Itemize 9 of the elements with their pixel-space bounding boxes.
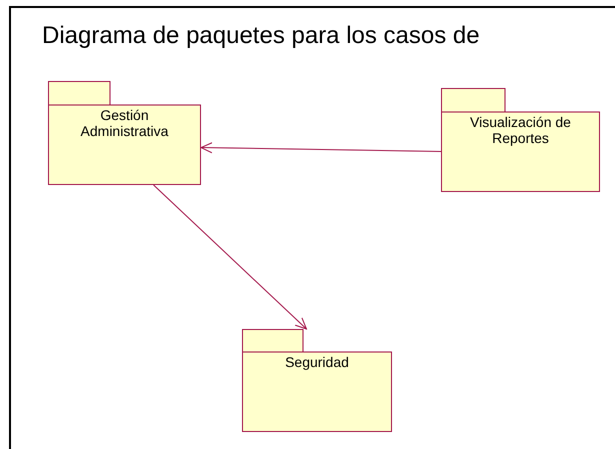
dependency-arrow	[200, 142, 442, 154]
package-shape	[242, 329, 392, 432]
package-shape	[441, 88, 600, 192]
dependency-arrow	[153, 184, 307, 330]
package-name: Gestión Administrativa	[80, 107, 170, 139]
package-shape	[48, 81, 201, 185]
package-name: Seguridad	[284, 354, 350, 370]
package-name: Visualización de Reportes	[469, 114, 572, 146]
diagram-title: Diagrama de paquetes para los casos de	[42, 22, 480, 50]
